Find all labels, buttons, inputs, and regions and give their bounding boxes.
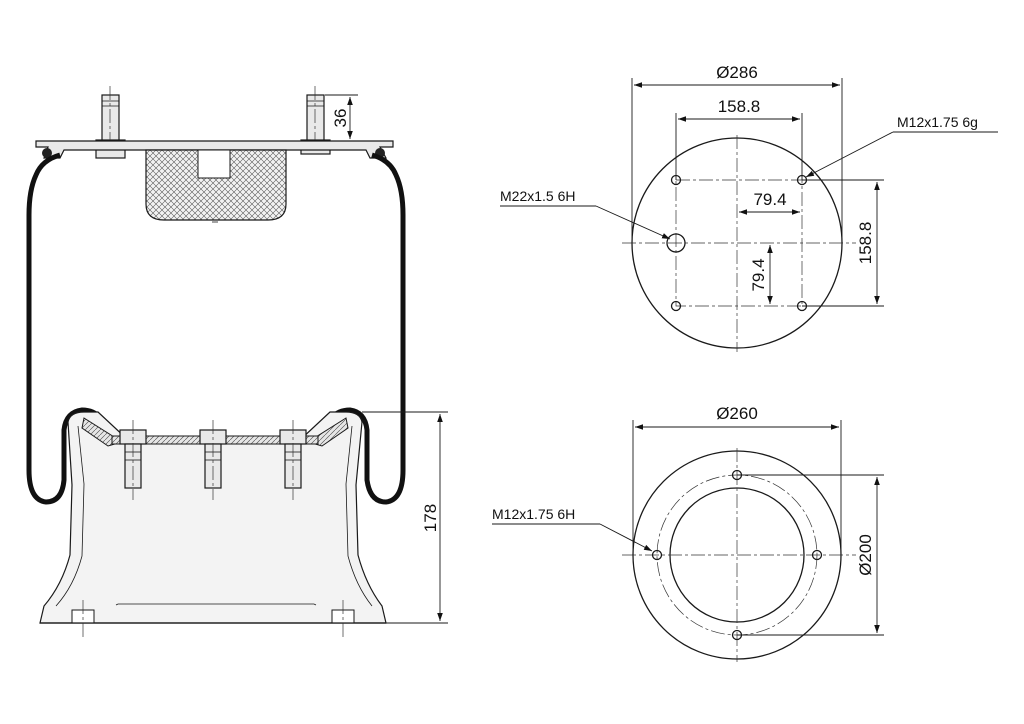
thread-piston-label: M12x1.75 6H (492, 506, 575, 522)
dimension-piston-diameter: Ø260 (632, 404, 842, 555)
dimension-top-diameter: Ø286 (631, 63, 843, 243)
dimension-stud-height: 36 (325, 94, 358, 142)
top-bolt-hole (670, 300, 682, 312)
side-view: 36 178 (26, 86, 448, 640)
dimension-top-bolt-spacing-y: 158.8 (802, 179, 884, 307)
dimension-260-label: Ø260 (716, 404, 758, 423)
dimension-bolt-circle-diameter: Ø200 (737, 474, 884, 636)
rubber-bellows (26, 152, 102, 505)
dimension-piston-height: 178 (362, 411, 448, 624)
callout-top-stud-thread: M12x1.75 6g (805, 114, 998, 178)
callout-air-inlet-thread: M22x1.5 6H (500, 188, 671, 240)
top-view: Ø286 158.8 79.4 158.8 79.4 (500, 63, 998, 352)
thread-top-stud-label: M12x1.75 6g (897, 114, 978, 130)
piston-bolt-hole (811, 549, 823, 561)
dimension-200-label: Ø200 (856, 534, 875, 576)
dimension-178-label: 178 (421, 504, 440, 532)
bottom-view: Ø260 Ø200 M12x1.75 6H (492, 404, 884, 662)
dimension-158-8-y-label: 158.8 (856, 222, 875, 265)
dimension-36-label: 36 (331, 109, 350, 128)
piston-bolt-hole (651, 549, 663, 561)
dimension-79-4-x-label: 79.4 (753, 190, 786, 209)
bump-stop (145, 149, 287, 221)
dimension-top-bolt-offset-y: 79.4 (749, 245, 773, 304)
dimension-top-bolt-offset-x: 79.4 (739, 190, 800, 215)
dimension-79-4-y-label: 79.4 (749, 258, 768, 291)
dimension-158-8-x-label: 158.8 (718, 97, 761, 116)
dimension-top-bolt-spacing-x: 158.8 (675, 97, 803, 180)
air-inlet-hole (666, 233, 686, 253)
callout-piston-thread: M12x1.75 6H (492, 506, 653, 552)
dimension-286-label: Ø286 (716, 63, 758, 82)
thread-air-inlet-label: M22x1.5 6H (500, 188, 575, 204)
